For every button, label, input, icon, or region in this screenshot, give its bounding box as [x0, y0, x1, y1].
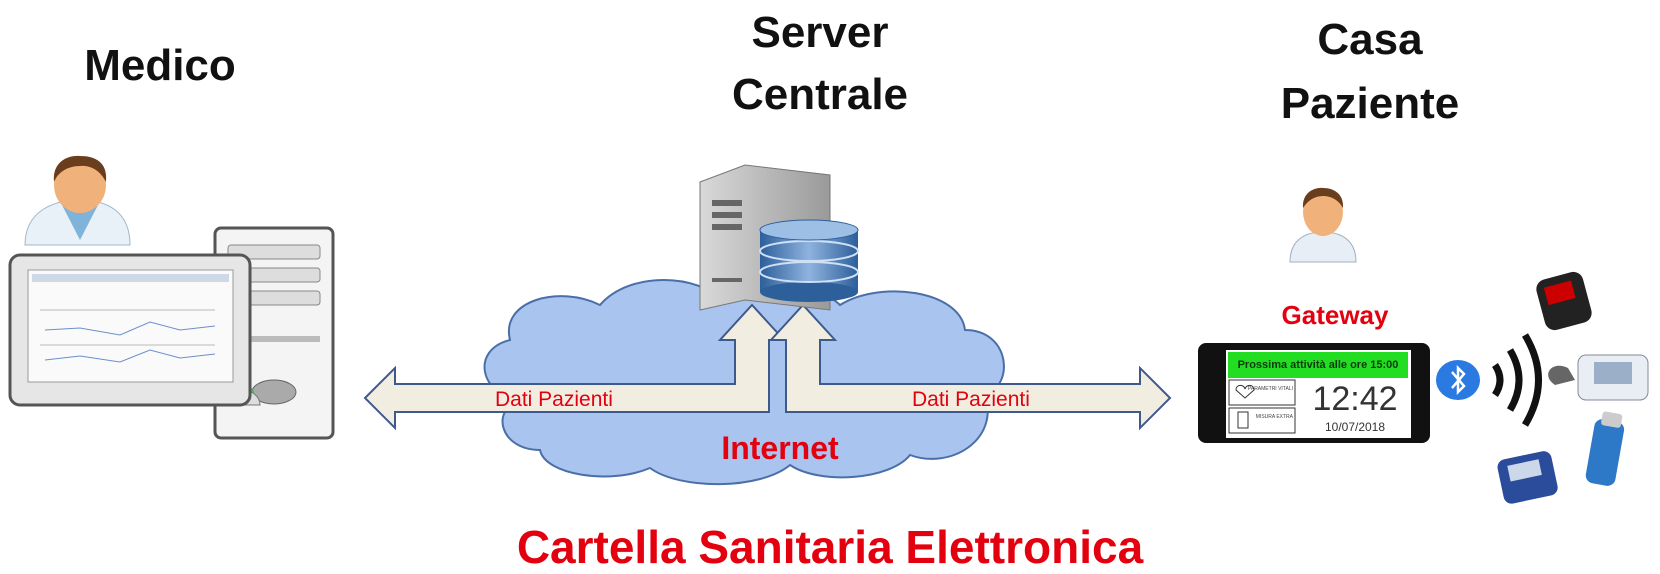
- tablet-button-extra-measure: MISURA EXTRA: [1255, 414, 1293, 420]
- tablet-time: 12:42: [1312, 380, 1398, 418]
- server-label-line2: Centrale: [731, 70, 909, 119]
- home-label-line2: Paziente: [1280, 79, 1460, 128]
- bluetooth-icon: [1436, 360, 1480, 400]
- tablet-banner: Prossima attività alle ore 15:00: [1228, 352, 1408, 378]
- data-flow-arrow-left: [363, 303, 787, 431]
- internet-label: Internet: [721, 430, 839, 466]
- spirometer-icon: [1585, 411, 1625, 486]
- flow-label-left: Dati Pazienti: [495, 388, 613, 411]
- tablet-button-vital-params: PARAMETRI VITALI: [1247, 386, 1293, 392]
- gateway-label: Gateway: [1281, 300, 1389, 330]
- home-label-line1: Casa: [1317, 15, 1423, 64]
- patient-avatar-icon: [1289, 187, 1357, 263]
- bottom-title: Cartella Sanitaria Elettronica: [516, 521, 1144, 573]
- server-database-icon: [699, 164, 859, 311]
- tablet-date: 10/07/2018: [1324, 420, 1386, 434]
- home-label: Casa Paziente: [1240, 8, 1500, 136]
- server-label-line1: Server: [751, 8, 889, 57]
- desktop-computer-icon: [8, 226, 335, 440]
- oximeter-icon: [1536, 271, 1592, 331]
- glucometer-icon: [1497, 451, 1558, 504]
- doctor-avatar-icon: [24, 155, 131, 246]
- wireless-signal-icon: [1491, 333, 1542, 427]
- doctor-label: Medico: [84, 41, 236, 90]
- server-label: Server Centrale: [690, 2, 950, 126]
- flow-label-right: Dati Pazienti: [912, 388, 1030, 411]
- blood-pressure-monitor-icon: [1548, 354, 1649, 401]
